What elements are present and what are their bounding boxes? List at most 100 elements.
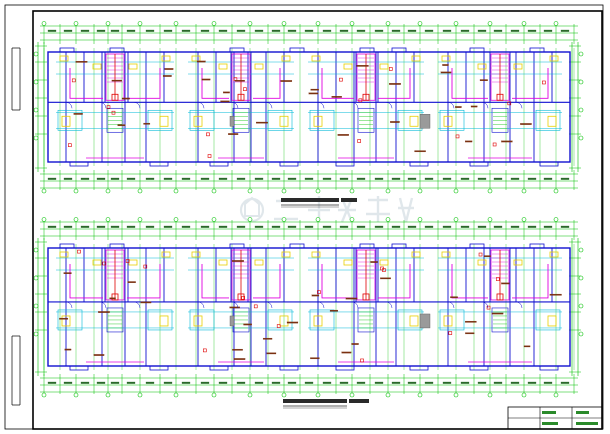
dimension-label-top-21	[407, 29, 417, 32]
apartment-unit-2	[188, 52, 294, 162]
grid-bubble-bottom-30	[553, 188, 559, 194]
apartment-unit-2	[188, 248, 299, 366]
dimension-label-top-15	[304, 29, 314, 32]
grid-bubble-bottom-26	[487, 392, 493, 398]
pipe-run-right	[253, 68, 281, 99]
dimension-label-top-8	[181, 225, 191, 228]
upper-plan-caption	[281, 198, 357, 208]
sanitary-fixture-0	[441, 251, 451, 258]
door-swing-0	[447, 301, 455, 308]
dimension-label-bottom-20	[391, 381, 401, 384]
balcony-0	[69, 161, 89, 167]
dimension-label-top-24	[460, 225, 470, 228]
red-marker-3	[68, 143, 72, 147]
window-fixture-1	[159, 115, 169, 127]
room-annotation-0	[440, 71, 452, 74]
grid-bubble-bottom-30	[553, 392, 559, 398]
grid-bubble-bottom-24	[453, 392, 459, 398]
dimension-label-bottom-19	[374, 381, 384, 384]
pipe-run-left	[69, 264, 103, 299]
room-annotation-6	[162, 75, 172, 77]
dimension-label-bottom-2	[80, 381, 90, 384]
door-swing-0	[447, 102, 455, 109]
dimension-label-top-13	[271, 29, 281, 32]
room-annotation-6	[465, 320, 477, 323]
dimension-label-bottom-6	[145, 177, 155, 180]
grid-bubble-top-16	[315, 21, 321, 26]
room-annotation-0	[491, 312, 504, 315]
dimension-label-bottom-17	[339, 177, 349, 180]
dimension-label-bottom-14	[287, 381, 297, 384]
room-annotation-1	[450, 296, 458, 299]
sanitary-fixture-2	[343, 259, 353, 266]
bay-window-1	[109, 243, 125, 249]
grid-bubble-right-2	[578, 107, 584, 113]
room-outline-right	[147, 109, 173, 131]
dimension-label-top-18	[356, 29, 366, 32]
red-marker-0	[357, 139, 361, 143]
room-annotation-4	[341, 351, 352, 354]
window-fixture-1	[409, 315, 419, 327]
grid-bubble-top-26	[487, 217, 493, 222]
sanitary-fixture-1	[411, 55, 421, 62]
red-marker-1	[71, 78, 76, 83]
grid-bubble-top-6	[137, 217, 143, 222]
furniture-block-2	[229, 116, 235, 127]
bay-window-0	[59, 47, 75, 53]
grid-bubble-bottom-22	[417, 188, 423, 194]
bay-window-6	[469, 47, 485, 53]
binding-strip	[11, 47, 21, 406]
grid-bubble-bottom-0	[41, 188, 47, 194]
dimension-label-top-25	[477, 29, 487, 32]
dimension-label-bottom-29	[543, 381, 553, 384]
dimension-label-top-23	[442, 225, 452, 228]
dimension-label-top-1	[63, 225, 73, 228]
grid-bubble-top-10	[211, 21, 217, 26]
grid-bubble-bottom-14	[281, 188, 287, 194]
red-marker-0	[207, 154, 212, 158]
pipe-run-right	[378, 264, 411, 299]
dimension-label-bottom-3	[96, 381, 106, 384]
exterior-wall	[47, 51, 571, 163]
grid-bubble-top-20	[385, 217, 391, 222]
room-annotation-1	[140, 301, 152, 304]
dimension-label-bottom-24	[460, 381, 470, 384]
window-fixture-1	[409, 115, 419, 127]
dimension-label-top-1	[63, 29, 73, 32]
red-marker-1	[507, 101, 512, 106]
room-annotation-5	[455, 106, 462, 108]
room-annotation-1	[143, 122, 151, 125]
window-fixture-0	[193, 115, 203, 127]
door-swing-1	[481, 102, 489, 109]
sanitary-fixture-3	[254, 63, 264, 70]
sanitary-fixture-2	[477, 259, 487, 266]
door-swing-2	[133, 301, 141, 308]
bay-window-3	[289, 243, 305, 249]
room-annotation-7	[549, 293, 562, 296]
grid-bubble-top-30	[553, 21, 559, 26]
pipe-run-right	[512, 68, 549, 99]
room-annotation-0	[337, 134, 349, 136]
grid-bubble-bottom-18	[349, 188, 355, 194]
balcony-7	[539, 161, 559, 167]
elevator-shaft	[237, 293, 245, 301]
dimension-label-top-28	[527, 29, 537, 32]
room-annotation-1	[310, 357, 320, 360]
dimension-label-bottom-8	[181, 381, 191, 384]
grid-bubble-right-0	[578, 51, 584, 57]
window-fixture-1	[279, 315, 289, 327]
door-swing-0	[317, 301, 325, 308]
sanitary-fixture-1	[549, 55, 559, 62]
door-swing-1	[351, 301, 359, 308]
dimension-label-bottom-25	[477, 177, 487, 180]
dimension-label-top-9	[200, 29, 210, 32]
door-swing-1	[481, 301, 489, 308]
room-outline-right	[147, 309, 173, 331]
red-marker-3	[276, 324, 281, 328]
grid-bubble-bottom-22	[417, 392, 423, 398]
door-swing-0	[65, 301, 73, 308]
apartment-unit-4	[438, 52, 562, 162]
apartment-unit-3	[308, 248, 424, 366]
grid-bubble-left-1	[33, 79, 39, 85]
sanitary-fixture-2	[92, 63, 102, 70]
